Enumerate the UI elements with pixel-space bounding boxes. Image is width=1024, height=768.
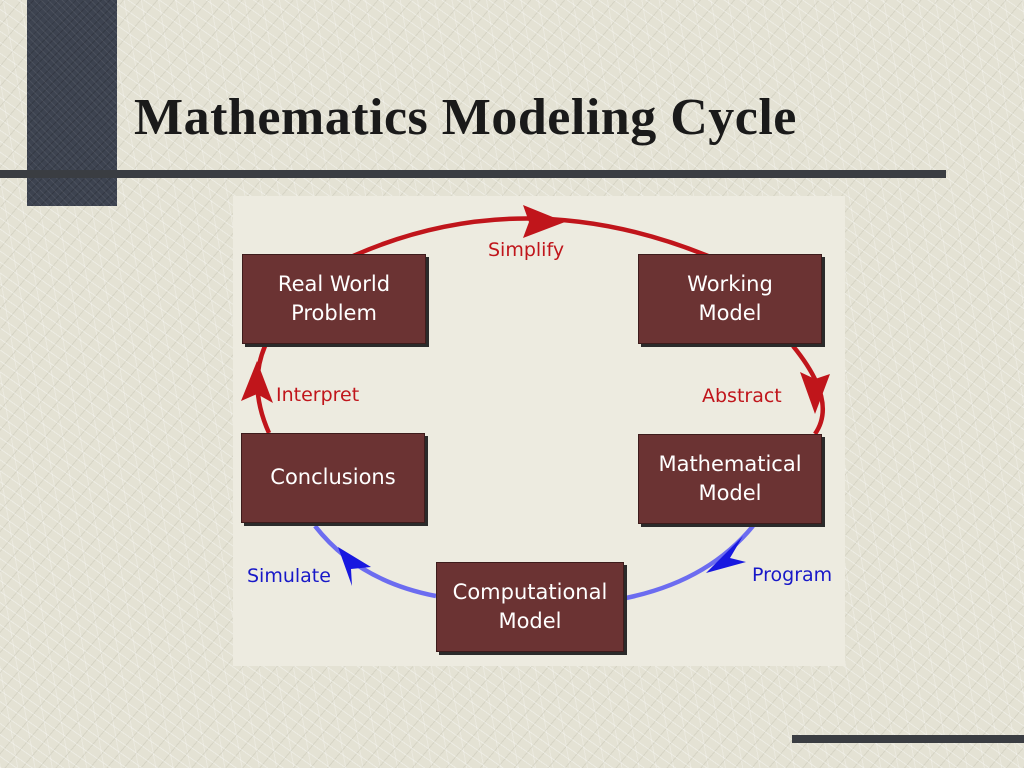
node-mathematical-model: Mathematical Model — [638, 434, 822, 524]
arc-program — [625, 524, 755, 601]
arrowhead-simplify — [523, 205, 565, 238]
node-conclusions: Conclusions — [241, 433, 425, 523]
diagram-panel: Real World Problem Working Model Mathema… — [233, 196, 845, 666]
arrowhead-simulate — [338, 547, 371, 586]
arc-simplify — [352, 216, 709, 259]
node-computational-model: Computational Model — [436, 562, 624, 652]
label-simplify: Simplify — [488, 239, 565, 261]
label-abstract: Abstract — [702, 385, 782, 407]
label-interpret: Interpret — [276, 384, 360, 406]
arrowhead-program — [706, 536, 746, 573]
label-simulate: Simulate — [247, 565, 331, 587]
bottom-rule — [792, 735, 1024, 743]
node-working-model: Working Model — [638, 254, 822, 344]
slide-title: Mathematics Modeling Cycle — [134, 89, 797, 146]
label-program: Program — [752, 564, 833, 586]
node-real-world-problem: Real World Problem — [242, 254, 426, 344]
title-rule — [0, 170, 946, 178]
arrowhead-abstract — [800, 372, 830, 414]
arc-simulate — [313, 524, 437, 599]
arrowhead-interpret — [241, 361, 273, 403]
cycle-arcs — [241, 205, 830, 601]
